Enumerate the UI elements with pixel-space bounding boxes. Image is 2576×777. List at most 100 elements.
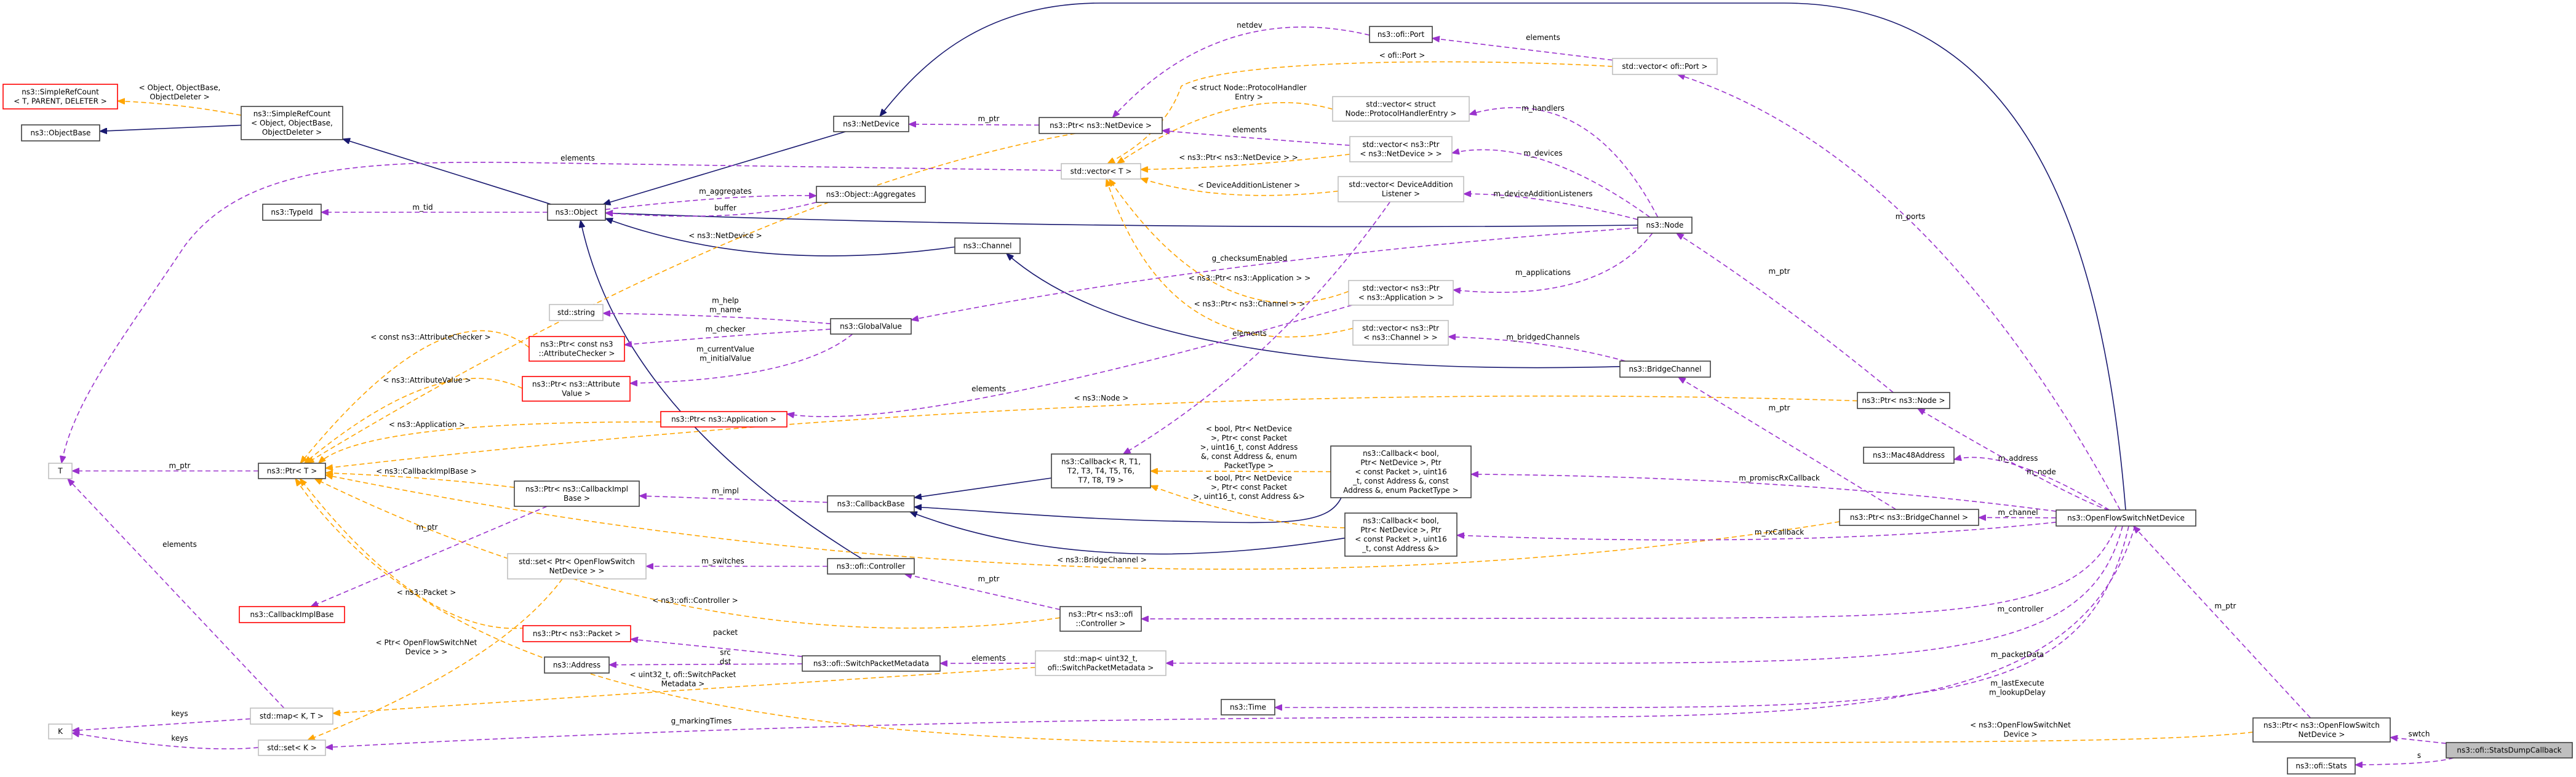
class-node-controller[interactable]: ns3::ofi::Controller xyxy=(827,558,915,575)
class-name: ns3::ofi::Stats xyxy=(2295,762,2347,770)
template-edge-ptrApp-to-ptrT xyxy=(319,421,661,463)
class-node-ptrT[interactable]: ns3::Ptr< T > xyxy=(258,463,326,479)
class-node-string[interactable]: std::string xyxy=(549,304,604,321)
class-name: std::vector< ns3::Ptr< ns3::Application … xyxy=(1358,284,1443,302)
class-node-ptrApp[interactable]: ns3::Ptr< ns3::Application > xyxy=(660,411,788,428)
class-node-cbRT[interactable]: ns3::Callback< R, T1,T2, T3, T4, T5, T6,… xyxy=(1051,453,1151,488)
class-node-vecPtrCh[interactable]: std::vector< ns3::Ptr< ns3::Channel > > xyxy=(1352,320,1449,346)
edge-label-ptrAC-to-ptrT: < const ns3::AttributeChecker > xyxy=(370,333,490,341)
class-name: ns3::GlobalValue xyxy=(840,322,902,331)
class-node-channel[interactable]: ns3::Channel xyxy=(954,237,1021,254)
edge-label-line: src xyxy=(720,648,731,657)
class-box xyxy=(2056,509,2196,527)
class-node-spm[interactable]: ns3::ofi::SwitchPacketMetadata xyxy=(802,655,941,672)
class-node-vecPtrND[interactable]: std::vector< ns3::Ptr< ns3::NetDevice > … xyxy=(1349,136,1453,162)
class-node-port[interactable]: ns3::ofi::Port xyxy=(1369,26,1433,43)
inheritance-edge-srcObj-to-objBase xyxy=(100,124,242,132)
class-name-line: < const Packet >, uint16 xyxy=(1355,535,1446,544)
class-name: ns3::OpenFlowSwitchNetDevice xyxy=(2067,514,2185,522)
class-box xyxy=(241,106,343,140)
edge-label-vecPort-to-port: elements xyxy=(1526,33,1560,42)
class-node-globalValue[interactable]: ns3::GlobalValue xyxy=(830,318,912,335)
edge-label-line: m_rxCallback xyxy=(1755,528,1804,536)
edge-label-mapKT-to-T: elements xyxy=(162,540,197,549)
class-node-ptrNetDevice[interactable]: ns3::Ptr< ns3::NetDevice > xyxy=(1039,117,1163,134)
class-name: std::vector< ns3::Ptr< ns3::Channel > > xyxy=(1362,324,1439,342)
class-node-ptrPacket[interactable]: ns3::Ptr< ns3::Packet > xyxy=(522,625,631,642)
class-node-ptrController[interactable]: ns3::Ptr< ns3::ofi::Controller > xyxy=(1059,606,1142,632)
class-name-line: std::vector< DeviceAddition xyxy=(1349,180,1453,189)
edge-label-line: < uint32_t, ofi::SwitchPacket xyxy=(630,671,736,679)
class-node-statsDump[interactable]: ns3::ofi::StatsDumpCallback xyxy=(2446,742,2573,759)
class-node-bridgeChannel[interactable]: ns3::BridgeChannel xyxy=(1619,361,1711,378)
class-node-setK[interactable]: std::set< K > xyxy=(258,739,326,756)
class-node-T[interactable]: T xyxy=(48,463,73,479)
class-node-object[interactable]: ns3::Object xyxy=(547,204,606,221)
class-node-mapKT[interactable]: std::map< K, T > xyxy=(250,707,333,725)
class-node-stats[interactable]: ns3::ofi::Stats xyxy=(2287,757,2356,775)
class-name: ns3::TypeId xyxy=(271,208,313,217)
class-node-ofsnd[interactable]: ns3::OpenFlowSwitchNetDevice xyxy=(2056,509,2196,527)
class-box xyxy=(507,553,647,580)
class-box xyxy=(258,463,326,479)
class-node-cbAmp[interactable]: ns3::Callback< bool,Ptr< NetDevice >, Pt… xyxy=(1344,512,1457,557)
class-node-mac48[interactable]: ns3::Mac48Address xyxy=(1863,447,1955,464)
edge-label-line: dst xyxy=(720,658,732,666)
class-box xyxy=(1839,509,1979,526)
class-box xyxy=(1349,136,1453,162)
class-node-ptrNode[interactable]: ns3::Ptr< ns3::Node > xyxy=(1857,392,1950,409)
class-box xyxy=(1051,453,1151,488)
class-node-vectorT[interactable]: std::vector< T > xyxy=(1061,163,1141,180)
class-box xyxy=(1348,280,1454,306)
class-box xyxy=(1619,361,1711,378)
class-node-srcObj[interactable]: ns3::SimpleRefCount< Object, ObjectBase,… xyxy=(241,106,343,140)
class-node-ptrBridge[interactable]: ns3::Ptr< ns3::BridgeChannel > xyxy=(1839,509,1979,526)
class-name-line: ns3::Ptr< const ns3 xyxy=(540,340,613,349)
class-name-line: ns3::ofi::Port xyxy=(1378,30,1425,39)
class-node-vecPort[interactable]: std::vector< ofi::Port > xyxy=(1612,58,1718,75)
class-node-netDevice[interactable]: ns3::NetDevice xyxy=(833,116,909,132)
class-name-line: ns3::ofi::Controller xyxy=(837,562,906,571)
edge-label-ofsnd-to-cbPT: m_promiscRxCallback xyxy=(1739,474,1820,482)
class-name: ns3::Callback< R, T1,T2, T3, T4, T5, T6,… xyxy=(1061,458,1141,485)
edge-label-vecPtrApp-to-ptrApp: elements xyxy=(971,385,1006,393)
template-edge-ptrPacket-to-ptrT xyxy=(300,479,541,629)
edge-label-mapKT-to-K: keys xyxy=(171,709,188,718)
edge-label-line: s xyxy=(2417,751,2421,760)
class-name-line: ns3::Ptr< ns3::Packet > xyxy=(533,629,621,638)
class-node-K[interactable]: K xyxy=(48,723,73,739)
edge-label-line: m_bridgedChannels xyxy=(1506,333,1579,341)
class-node-vecPtrApp[interactable]: std::vector< ns3::Ptr< ns3::Application … xyxy=(1348,280,1454,306)
class-node-time[interactable]: ns3::Time xyxy=(1221,699,1275,715)
class-node-CIB[interactable]: ns3::CallbackImplBase xyxy=(239,606,345,623)
class-name: ns3::SimpleRefCount< T, PARENT, DELETER … xyxy=(14,88,107,106)
class-box xyxy=(1330,445,1472,498)
class-node-address[interactable]: ns3::Address xyxy=(544,656,610,674)
class-name-line: std::set< K > xyxy=(267,744,317,752)
edge-label-line: < const ns3::AttributeChecker > xyxy=(370,333,490,341)
class-node-cbBase[interactable]: ns3::CallbackBase xyxy=(827,495,915,512)
class-node-objBase[interactable]: ns3::ObjectBase xyxy=(21,124,100,141)
class-node-aggregates[interactable]: ns3::Object::Aggregates xyxy=(816,186,926,203)
class-name-line: Node::ProtocolHandlerEntry > xyxy=(1346,110,1457,118)
class-node-srcT[interactable]: ns3::SimpleRefCount< T, PARENT, DELETER … xyxy=(2,84,118,110)
class-name-line: ofi::SwitchPacketMetadata > xyxy=(1048,664,1154,672)
class-node-node[interactable]: ns3::Node xyxy=(1637,217,1693,234)
edge-label-line: swtch xyxy=(2409,730,2430,738)
class-node-typeId[interactable]: ns3::TypeId xyxy=(262,204,322,221)
class-node-ptrAC[interactable]: ns3::Ptr< const ns3::AttributeChecker > xyxy=(528,336,625,362)
class-node-mapU32[interactable]: std::map< uint32_t,ofi::SwitchPacketMeta… xyxy=(1035,650,1166,676)
usage-edge-node-to-vecPtrND xyxy=(1452,149,1651,218)
class-node-cbPT[interactable]: ns3::Callback< bool,Ptr< NetDevice >, Pt… xyxy=(1330,445,1472,498)
class-name-line: std::map< K, T > xyxy=(260,712,324,720)
class-name-line: < ns3::Channel > > xyxy=(1363,333,1437,342)
